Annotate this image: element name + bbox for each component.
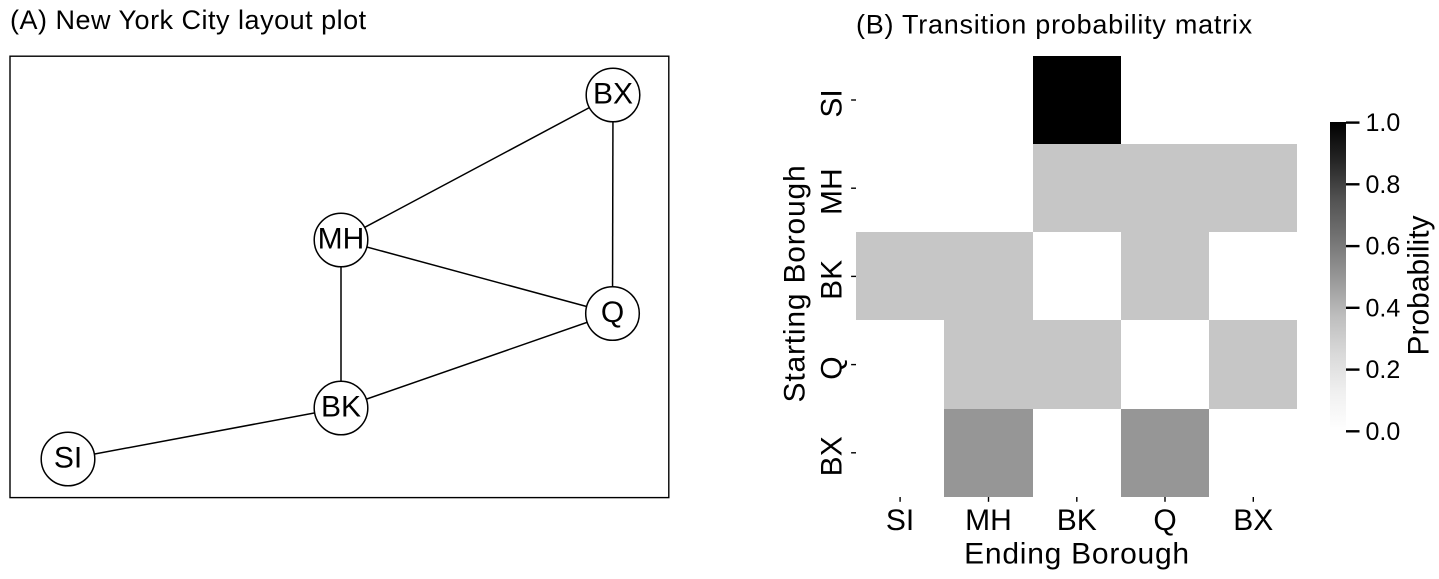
svg-text:Q: Q bbox=[601, 296, 624, 329]
svg-text:MH: MH bbox=[318, 222, 365, 255]
svg-text:0.2: 0.2 bbox=[1366, 356, 1401, 384]
svg-text:0.8: 0.8 bbox=[1366, 171, 1401, 199]
svg-text:Starting Borough: Starting Borough bbox=[779, 165, 812, 403]
svg-text:SI: SI bbox=[54, 441, 82, 474]
svg-text:BX: BX bbox=[593, 77, 633, 110]
svg-text:MH: MH bbox=[816, 168, 849, 215]
svg-text:BX: BX bbox=[816, 436, 849, 476]
svg-text:0.0: 0.0 bbox=[1366, 418, 1401, 446]
svg-text:(A) New York City layout plot: (A) New York City layout plot bbox=[10, 5, 367, 35]
svg-text:SI: SI bbox=[886, 504, 914, 537]
svg-text:Ending Borough: Ending Borough bbox=[964, 537, 1190, 570]
svg-text:BK: BK bbox=[1057, 504, 1097, 537]
svg-text:0.6: 0.6 bbox=[1366, 233, 1401, 261]
svg-text:Q: Q bbox=[816, 356, 849, 379]
svg-text:Probability: Probability bbox=[1403, 215, 1436, 355]
svg-text:(B) Transition probability mat: (B) Transition probability matrix bbox=[856, 10, 1253, 40]
svg-text:BK: BK bbox=[816, 260, 849, 300]
svg-text:1.0: 1.0 bbox=[1366, 109, 1401, 137]
svg-text:MH: MH bbox=[965, 504, 1012, 537]
svg-text:BK: BK bbox=[321, 390, 361, 423]
svg-text:SI: SI bbox=[816, 89, 849, 117]
svg-text:Q: Q bbox=[1153, 504, 1176, 537]
svg-text:0.4: 0.4 bbox=[1366, 294, 1401, 322]
svg-text:BX: BX bbox=[1233, 504, 1273, 537]
